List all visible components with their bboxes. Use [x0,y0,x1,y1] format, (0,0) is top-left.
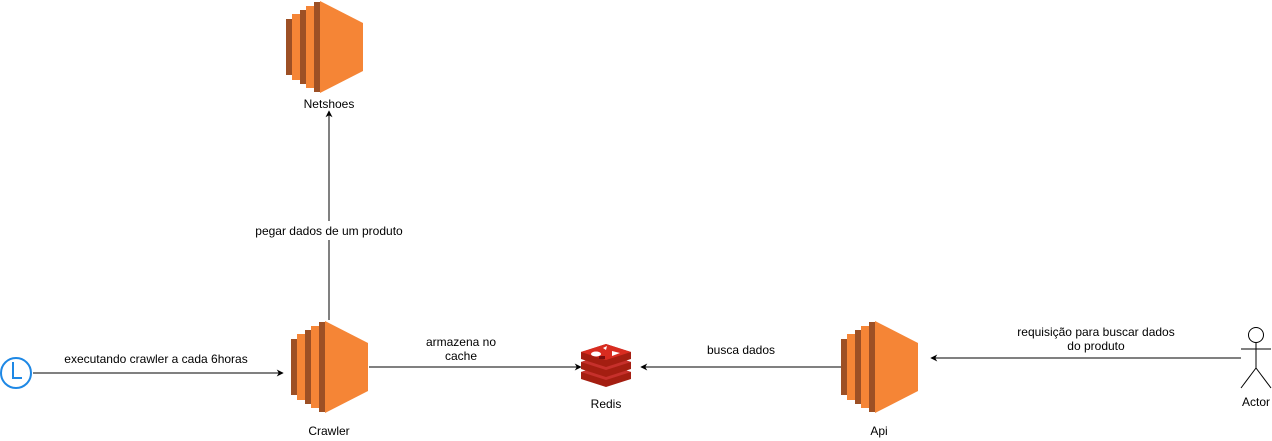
ec2-instance-icon [286,1,363,93]
node-netshoes[interactable]: Netshoes [286,1,363,111]
ec2-instance-icon [841,321,918,413]
clock-icon [0,357,32,389]
node-timer[interactable] [0,357,32,389]
node-crawler-label: Crawler [308,424,349,438]
edge-label-crawler-redis-line2: cache [445,349,477,363]
edge-label-actor-api-line1: requisição para buscar dados [1017,325,1174,339]
node-api[interactable]: Api [841,321,918,438]
edge-label-api-redis: busca dados [707,343,775,357]
node-redis-label: Redis [591,397,622,411]
node-api-label: Api [870,424,887,438]
redis-icon [581,344,631,387]
ec2-instance-icon [291,321,368,413]
edge-label-crawler-redis-line1: armazena no [426,335,496,349]
node-actor-label: Actor [1242,395,1270,409]
edge-label-crawler-netshoes: pegar dados de um produto [255,224,403,238]
edge-label-actor-api-line2: do produto [1067,339,1125,353]
node-netshoes-label: Netshoes [304,97,355,111]
node-crawler[interactable]: Crawler [291,321,368,438]
node-redis[interactable]: Redis [581,344,631,411]
node-actor[interactable]: Actor [1240,327,1272,410]
edge-label-timer-crawler: executando crawler a cada 6horas [64,352,247,366]
stick-figure-icon [1240,327,1272,389]
